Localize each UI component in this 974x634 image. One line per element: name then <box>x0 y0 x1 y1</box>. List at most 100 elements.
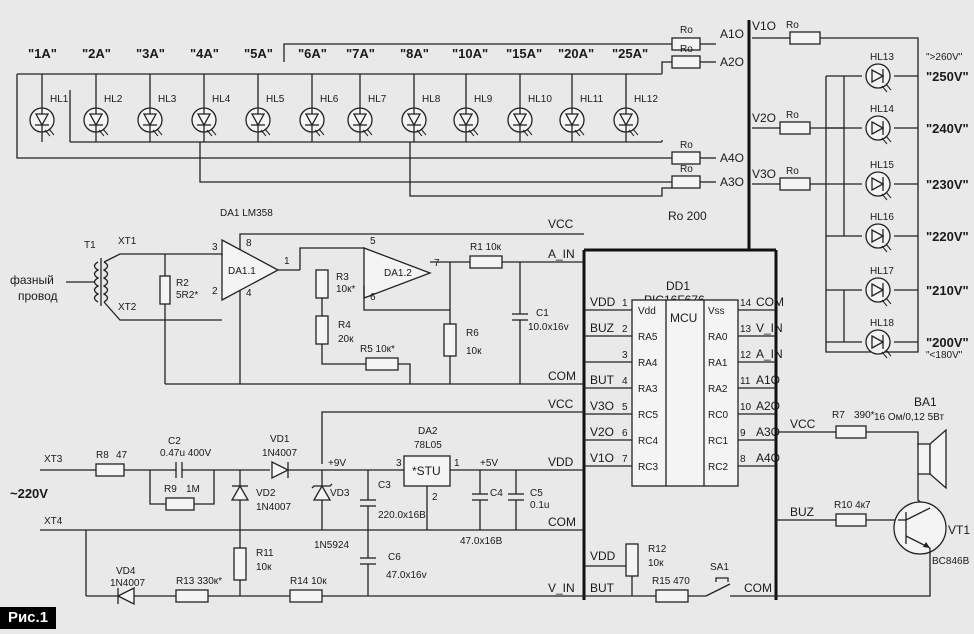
v5-label: +5V <box>480 458 498 469</box>
mcu-left-net: V1O <box>590 451 614 465</box>
mcu-left-net: V3O <box>590 399 614 413</box>
mcu-right-pin-name: RC2 <box>708 462 728 473</box>
mcu-left-pin-name: RC4 <box>638 436 658 447</box>
r4-value: 20к <box>338 334 354 345</box>
t1-label: T1 <box>84 240 96 251</box>
a1o-label: A1O <box>720 27 744 41</box>
resistor-r15 <box>655 589 689 603</box>
voltage-level-label: "250V" <box>926 69 969 84</box>
opamp-da1-1 <box>221 238 280 302</box>
current-range-label: "20A" <box>558 46 594 61</box>
led-current-indicator <box>559 107 585 137</box>
current-sensor: T1 XT1 XT2 фазный провод R2 5R2* <box>10 236 222 384</box>
mcu-left-pin-number: 6 <box>622 428 628 439</box>
led-voltage-indicator <box>865 63 892 93</box>
led-current-indicator <box>613 107 639 137</box>
led-current-name: HL2 <box>104 94 123 105</box>
mcu-right-net: COM <box>756 295 784 309</box>
r5-label: R5 10к* <box>360 344 395 355</box>
resistor-r1 <box>469 255 503 269</box>
led-voltage-name: HL13 <box>870 52 894 63</box>
led-voltage-indicator <box>865 223 892 253</box>
led-voltage-indicator <box>865 329 892 359</box>
resistor-r3 <box>315 269 329 299</box>
r15-label: R15 470 <box>652 576 690 587</box>
xt3-label: XT3 <box>44 454 63 465</box>
mains-voltage-label: ~220V <box>10 486 48 501</box>
mcu-right-pin-name: Vss <box>708 306 725 317</box>
mcu-left-net: BUT <box>590 373 615 387</box>
v1o-label: V1O <box>752 19 776 33</box>
resistor-ro-a3 <box>671 175 701 189</box>
led-current-indicator <box>191 107 217 137</box>
mcu-right-pin-name: RA1 <box>708 358 728 369</box>
vd4-label: VD4 <box>116 566 136 577</box>
mcu-left-net: BUZ <box>590 321 614 335</box>
led-current-name: HL9 <box>474 94 493 105</box>
pin-4: 4 <box>246 288 252 299</box>
mcu-right-net: A4O <box>756 451 780 465</box>
led-current-name: HL7 <box>368 94 387 105</box>
mcu-right-pin-name: RA2 <box>708 384 728 395</box>
current-range-label: "4A" <box>190 46 219 61</box>
resistor-ro-a4 <box>671 151 701 165</box>
led-voltage-indicator <box>865 115 892 145</box>
a4o-label: A4O <box>720 151 744 165</box>
ro-label-1: Ro <box>680 25 693 36</box>
led-current-name: HL8 <box>422 94 441 105</box>
regulator-da2 <box>403 455 451 487</box>
resistor-r2 <box>159 275 171 305</box>
but-label-2: BUT <box>590 581 615 595</box>
voltage-indicator: V1O V2O V3O Ro Ro Ro ">260V" "<180V" HL1… <box>752 19 969 361</box>
led-current-indicator <box>83 107 109 137</box>
c5-label: C5 <box>530 488 543 499</box>
da2-pin-gnd: 2 <box>432 492 438 503</box>
pin-5: 5 <box>370 236 376 247</box>
power-supply: VCC XT3 XT4 ~220V R8 47 C2 0.47u 400V R9… <box>10 397 584 606</box>
r11-value: 10к <box>256 562 272 573</box>
r6-label: R6 <box>466 328 479 339</box>
ba1-label: BA1 <box>914 395 937 409</box>
mcu-right-pin-number: 9 <box>740 428 746 439</box>
buzzer-driver: VCC R7 390* BA1 16 Ом/0,12 5Вт BUZ R10 4… <box>776 395 970 597</box>
current-indicator-wiring: "1A"HL1"2A"HL2"3A"HL3"4A"HL4"5A"HL5"6A"H… <box>16 43 716 197</box>
pin-1: 1 <box>284 256 290 267</box>
xt1-label: XT1 <box>118 236 137 247</box>
ro-note: Ro 200 <box>668 209 707 223</box>
c2-label: C2 <box>168 436 181 447</box>
led-current-indicator <box>507 107 533 137</box>
resistor-r10 <box>835 513 867 527</box>
current-range-label: "5A" <box>244 46 273 61</box>
voltage-level-label: "220V" <box>926 229 969 244</box>
mcu-right-net: A1O <box>756 373 780 387</box>
vcc-label-2: VCC <box>548 397 574 411</box>
pin-2: 2 <box>212 286 218 297</box>
resistor-ro-a2 <box>671 55 701 69</box>
resistor-r9 <box>165 497 195 511</box>
mcu-right-pin-number: 14 <box>740 298 752 309</box>
voltage-note-bottom: "<180V" <box>926 350 963 361</box>
r2-label: R2 <box>176 278 189 289</box>
a2o-label: A2O <box>720 55 744 69</box>
ro-resistors-current: Ro Ro Ro Ro A1O A2O A4O A3O Ro 200 <box>668 25 744 223</box>
mcu-left-pin-number: 4 <box>622 376 628 387</box>
switch-sa1[interactable] <box>705 577 731 597</box>
led-current-indicator <box>299 107 325 137</box>
pin-6: 6 <box>370 292 376 303</box>
led-current-indicator <box>347 107 373 137</box>
led-voltage-indicator <box>865 277 892 307</box>
led-current-indicator <box>401 107 427 137</box>
voltage-note-top: ">260V" <box>926 52 963 63</box>
led-voltage-indicator <box>865 171 892 201</box>
mcu-core: MCU <box>670 311 697 325</box>
resistor-ro-v2 <box>779 121 811 135</box>
mcu-right-pin-number: 8 <box>740 454 746 465</box>
r10-label: R10 4к7 <box>834 500 871 511</box>
mcu-left-pin-name: RA5 <box>638 332 658 343</box>
mcu-right-pin-name: RC0 <box>708 410 728 421</box>
mcu-left-pin-name: RA3 <box>638 384 658 395</box>
voltage-level-label: "210V" <box>926 283 969 298</box>
vd1-value: 1N4007 <box>262 448 297 459</box>
ro-label-v1: Ro <box>786 20 799 31</box>
